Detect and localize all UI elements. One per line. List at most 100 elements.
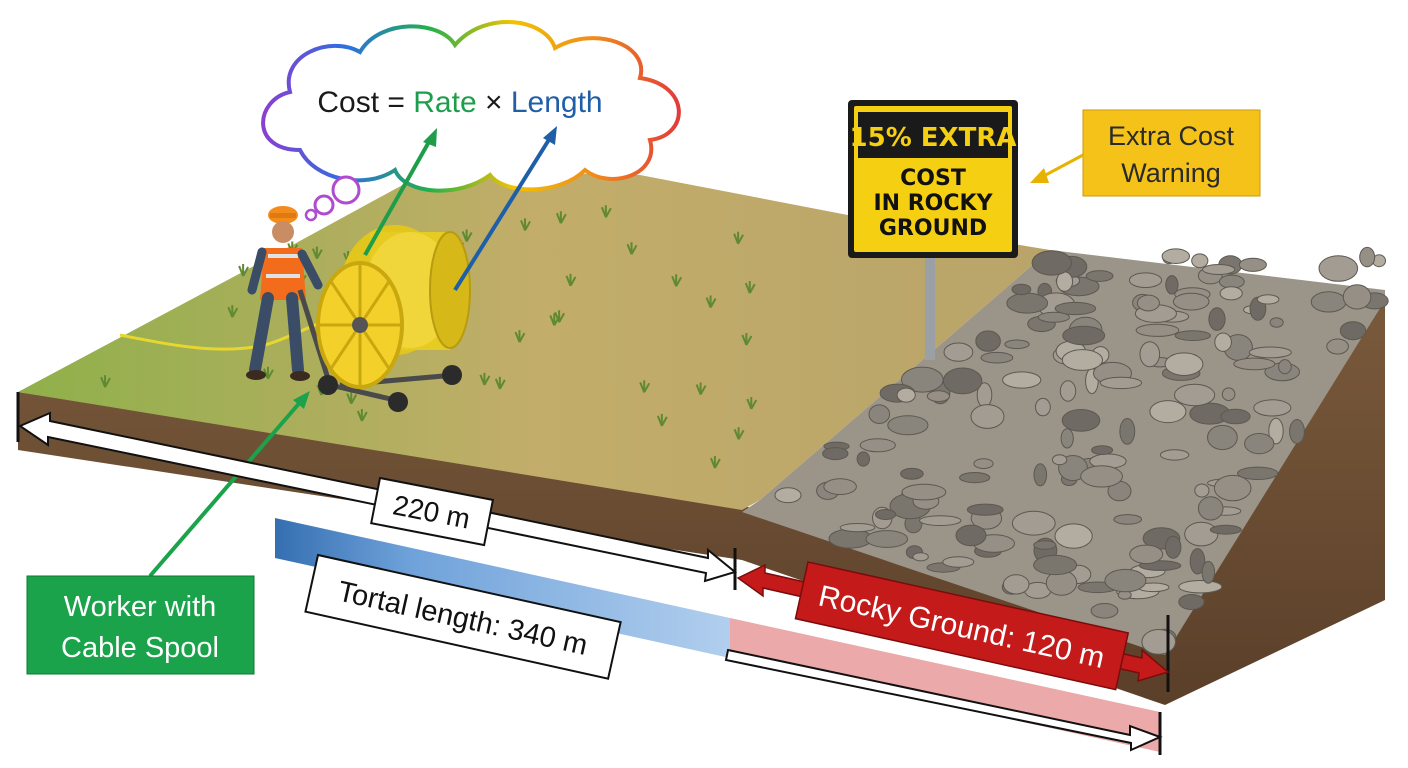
grass-tuft (263, 366, 274, 380)
rock (1161, 248, 1191, 265)
grass-tuft (311, 246, 323, 260)
rock (1233, 357, 1276, 371)
rock (1061, 409, 1101, 432)
dimension-total: Tortal length: 340 m (275, 518, 1163, 755)
rock (1031, 250, 1073, 276)
rock (1214, 332, 1232, 352)
grass-tuft (626, 242, 638, 255)
grass-tuft (520, 218, 531, 231)
grass-tuft (733, 427, 745, 440)
rock (1037, 311, 1071, 323)
rock (1178, 594, 1205, 610)
rock (1202, 264, 1236, 275)
rock (1359, 246, 1376, 268)
formula-equals: = (379, 86, 413, 119)
rock (1035, 397, 1051, 417)
rock (822, 447, 849, 461)
worker-label-line-1: Worker with (64, 591, 217, 623)
rock (973, 458, 994, 470)
rock (1208, 307, 1226, 331)
rock (1129, 544, 1164, 564)
grass-tuft (639, 380, 651, 393)
rock (896, 387, 916, 403)
rock (839, 523, 876, 533)
rock (926, 390, 951, 403)
rock (1113, 514, 1143, 525)
rock (1090, 603, 1119, 619)
rock (1165, 535, 1182, 559)
rock (1080, 465, 1123, 488)
rock (1141, 629, 1176, 655)
grass-tuft (671, 274, 683, 287)
rock (1165, 275, 1179, 295)
rock (823, 478, 857, 496)
rock (1051, 454, 1068, 466)
rock (865, 530, 909, 548)
rock (774, 487, 802, 504)
rock (1326, 338, 1349, 355)
rock (1339, 321, 1367, 341)
rock (943, 342, 974, 362)
rock (1159, 449, 1190, 461)
rock (1310, 291, 1347, 313)
worker-pointer-arrow (148, 398, 304, 578)
rock (1002, 574, 1030, 595)
rock (1033, 554, 1078, 576)
grass-tuft (741, 333, 753, 346)
rock (942, 367, 983, 395)
rock (856, 451, 870, 467)
rock (959, 472, 991, 484)
rock (955, 524, 987, 547)
formula-times: × (477, 86, 511, 119)
rock (966, 503, 1004, 516)
rock (1139, 341, 1161, 368)
rock (1253, 399, 1292, 417)
formula-cost: Cost (317, 86, 379, 119)
worker-label-line-2: Cable Spool (61, 632, 219, 664)
grass-tuft (100, 375, 111, 388)
rock (1104, 568, 1147, 593)
rock (1011, 283, 1032, 296)
grass-tuft (494, 376, 506, 390)
rock (1318, 255, 1359, 282)
formula-arrows (363, 126, 557, 292)
cost-formula: Cost = Rate × Length (317, 86, 602, 119)
dimension-220m: 220 m (16, 392, 738, 590)
rock (1219, 286, 1243, 301)
cable-spool (297, 225, 471, 412)
rock (859, 438, 896, 453)
rock (1172, 292, 1210, 311)
rock (975, 330, 1001, 352)
rock (1006, 292, 1049, 314)
rate-arrow (363, 139, 432, 256)
rock (900, 467, 924, 480)
extra-cost-warning-label: Extra Cost Warning (1030, 109, 1261, 197)
rock (1164, 352, 1204, 377)
rock (1062, 325, 1106, 346)
rock (1099, 376, 1143, 390)
rock (1061, 349, 1104, 371)
rock (1054, 301, 1097, 316)
grass-tuft (554, 310, 566, 323)
rock (1004, 339, 1030, 350)
rock (1244, 433, 1275, 455)
rock (1209, 524, 1242, 535)
worker-head (272, 221, 294, 243)
rock (1149, 400, 1187, 424)
rock (970, 404, 1005, 429)
rock (1119, 418, 1136, 445)
grass-tuft (656, 413, 668, 427)
sign-line-4: GROUND (879, 216, 987, 241)
grass-tuft (600, 205, 612, 218)
worker-label: Worker with Cable Spool (26, 391, 310, 675)
rock (1342, 284, 1372, 310)
formula-rate: Rate (413, 86, 476, 119)
warning-label-line-2: Warning (1121, 158, 1221, 188)
rock (1213, 474, 1252, 502)
rock (1256, 294, 1280, 305)
grass-tuft (514, 330, 526, 343)
rock (1174, 383, 1216, 407)
length-arrow (453, 136, 552, 292)
rock (1135, 323, 1180, 337)
grass-tuft (227, 305, 239, 318)
